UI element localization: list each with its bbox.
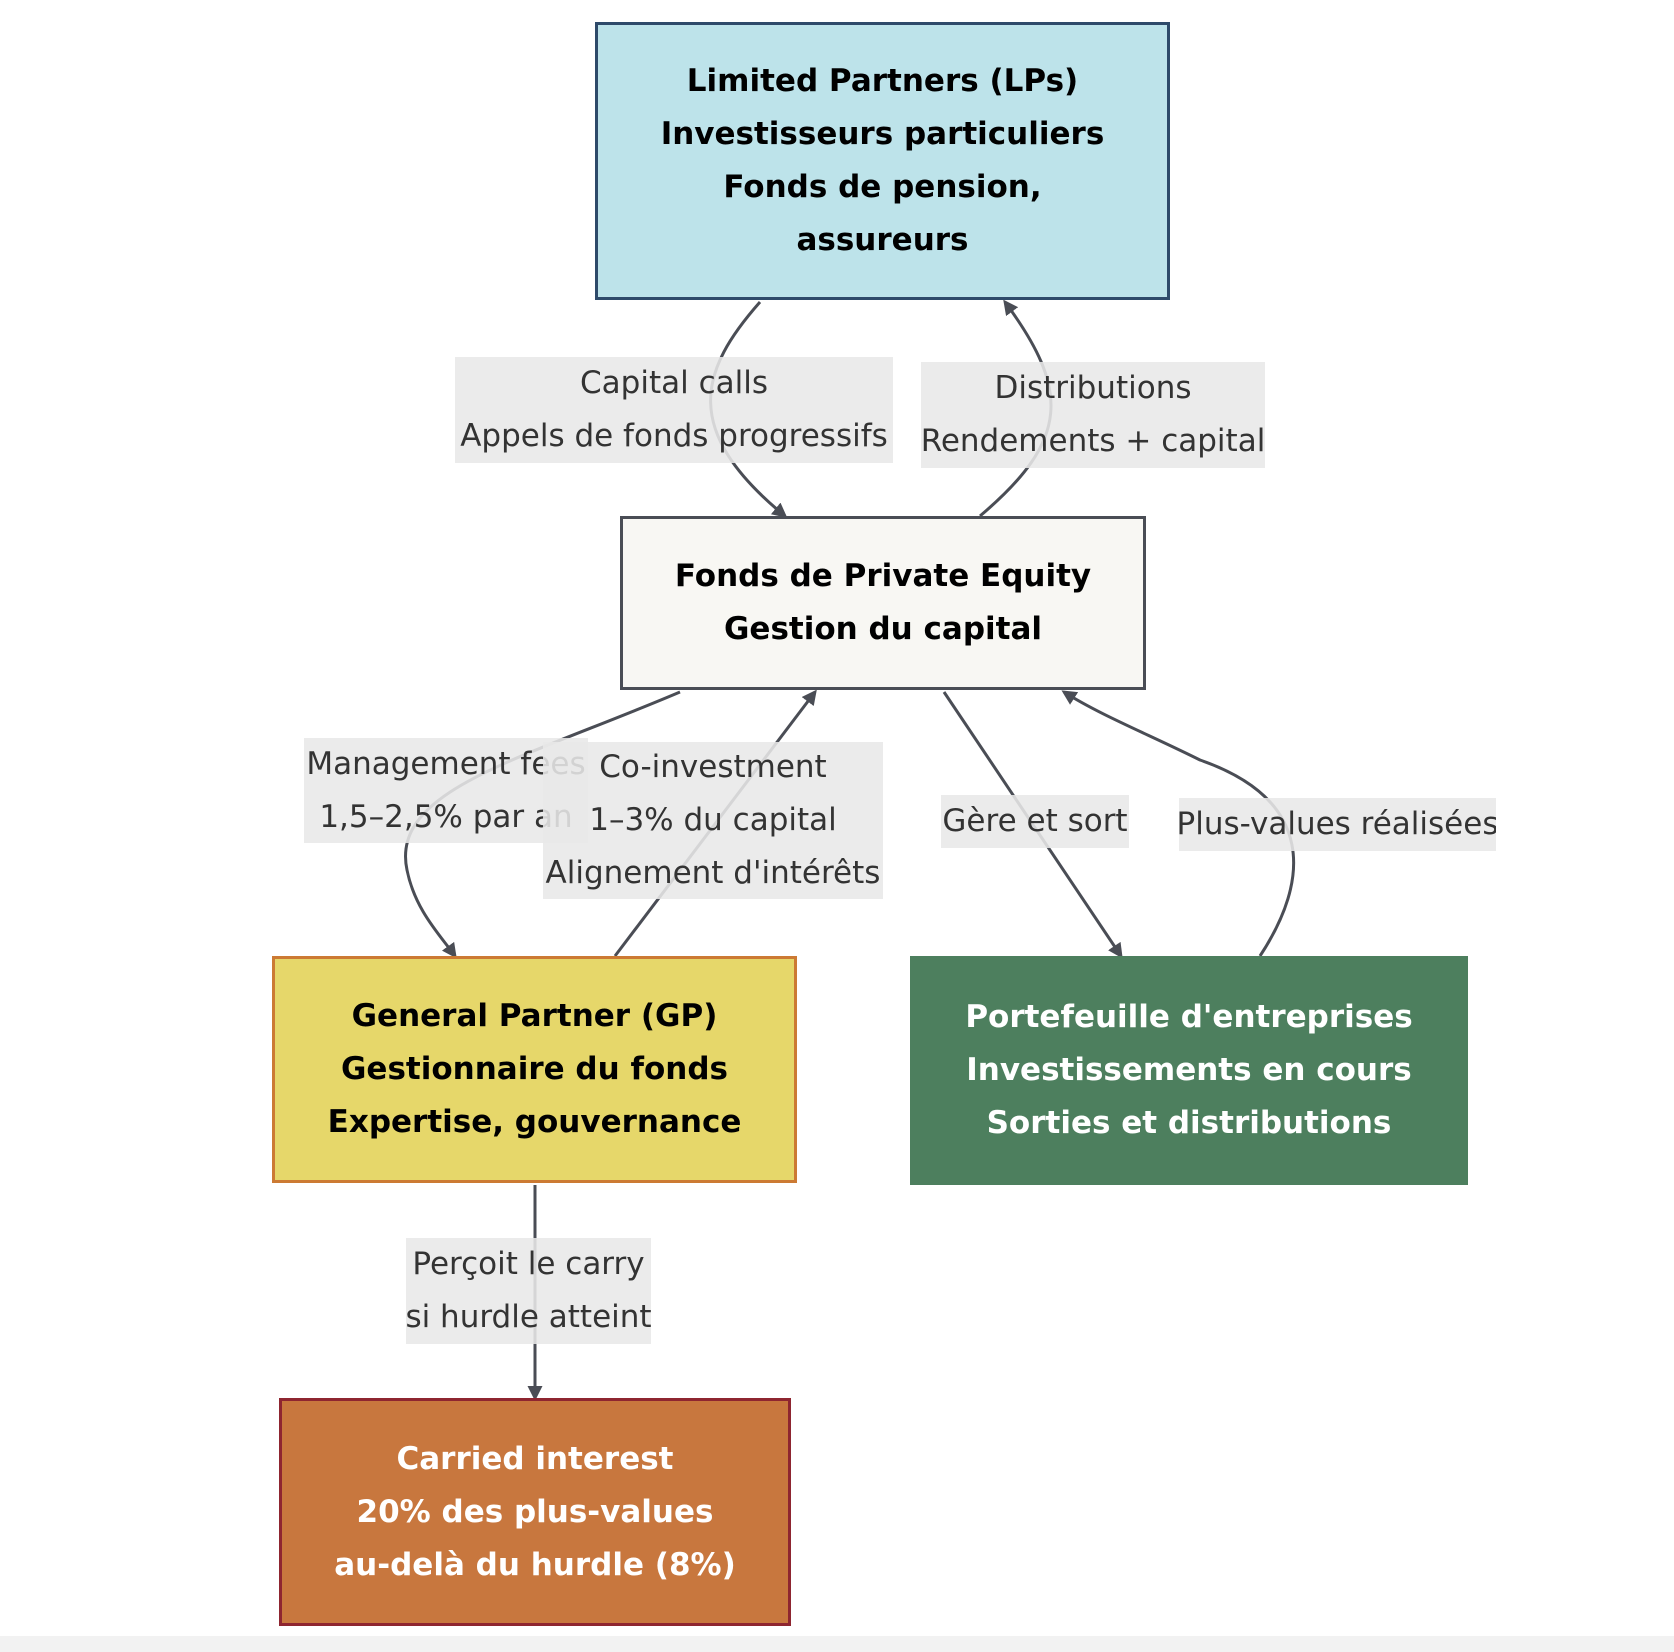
limited-partners-node: Limited Partners (LPs) Investisseurs par… — [595, 22, 1170, 300]
edge-label-plus-values: Plus-values réalisées — [1179, 798, 1496, 851]
edge-label-line: 1,5–2,5% par an — [319, 798, 573, 835]
edge-label-line: Appels de fonds progressifs — [460, 418, 888, 454]
bottom-strip — [0, 1636, 1674, 1652]
node-line: au-delà du hurdle (8%) — [334, 1546, 736, 1583]
edge-label-line: si hurdle atteint — [406, 1299, 651, 1335]
node-line: Fonds de pension, — [723, 169, 1042, 205]
node-line: Gestionnaire du fonds — [340, 1051, 728, 1087]
node-line: Investissements en cours — [966, 1052, 1412, 1088]
node-line: Investisseurs particuliers — [660, 116, 1105, 152]
edge-label-line: 1–3% du capital — [589, 802, 837, 838]
node-title: Limited Partners (LPs) — [686, 63, 1079, 99]
edge-label-distributions: Distributions Rendements + capital — [921, 362, 1265, 468]
edge-label-line: Distributions — [994, 370, 1192, 406]
edge-label-capital-calls: Capital calls Appels de fonds progressif… — [455, 357, 893, 463]
edge-label-line: Perçoit le carry — [412, 1246, 645, 1282]
edge-label-co-investment: Co-investment 1–3% du capital Alignement… — [543, 742, 883, 899]
edge-label-management-fees: Management fees 1,5–2,5% par an — [304, 738, 588, 843]
carried-interest-node: Carried interest 20% des plus-values au-… — [279, 1398, 791, 1626]
general-partner-node: General Partner (GP) Gestionnaire du fon… — [272, 956, 797, 1183]
node-line: 20% des plus-values — [356, 1493, 714, 1530]
edge-label-line: Capital calls — [580, 365, 768, 401]
edge-label-line: Co-investment — [599, 749, 827, 785]
node-line: assureurs — [796, 222, 969, 258]
node-title: Portefeuille d'entreprises — [965, 999, 1413, 1035]
node-title: Carried interest — [396, 1440, 674, 1477]
portfolio-node: Portefeuille d'entreprises Investissemen… — [910, 956, 1468, 1185]
edge-label-line: Alignement d'intérêts — [545, 855, 881, 891]
edge-label-gere-sort: Gère et sort — [941, 795, 1129, 848]
node-line: Gestion du capital — [723, 611, 1043, 647]
private-equity-fund-node: Fonds de Private Equity Gestion du capit… — [620, 516, 1146, 690]
edge-label-line: Rendements + capital — [921, 423, 1265, 459]
edge-label-line: Management fees — [306, 745, 586, 782]
edge-label-carry: Perçoit le carry si hurdle atteint — [406, 1238, 651, 1344]
node-title: General Partner (GP) — [351, 998, 718, 1034]
edge-label-line: Plus-values réalisées — [1179, 806, 1496, 842]
node-line: Expertise, gouvernance — [327, 1104, 742, 1140]
edge-label-line: Gère et sort — [942, 803, 1128, 839]
node-title: Fonds de Private Equity — [674, 558, 1092, 594]
edge-plus-values — [1061, 690, 1296, 957]
node-line: Sorties et distributions — [986, 1105, 1392, 1141]
